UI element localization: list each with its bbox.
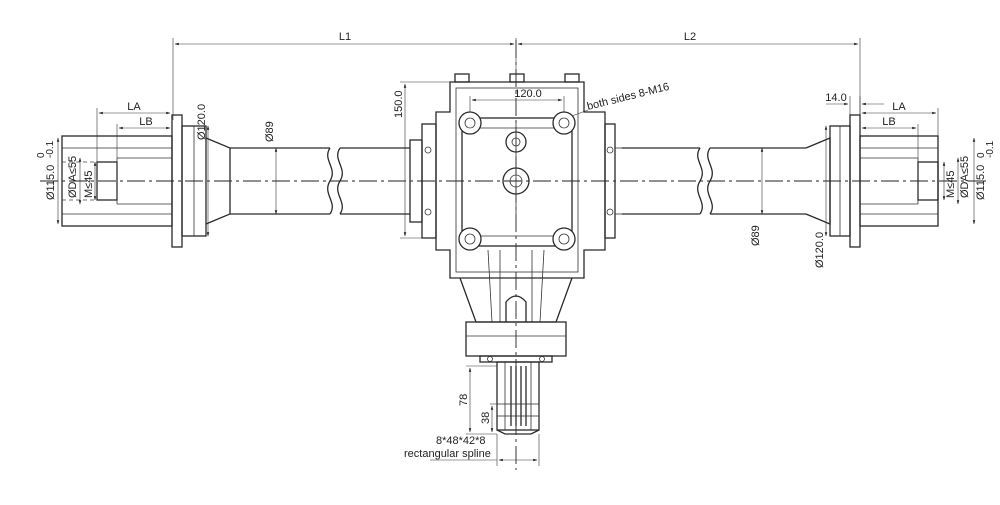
right-d115-tol-lower: -0.1	[985, 140, 996, 158]
right-d120-label: Ø120.0	[814, 232, 826, 268]
right-shaft-end	[805, 114, 939, 248]
right-lb-label: LB	[882, 116, 895, 128]
dim-l2-label: L2	[684, 31, 696, 43]
right-da-label: ØDA≤55	[959, 156, 971, 198]
left-d115-tol-upper: 0	[36, 152, 47, 158]
gearbox-housing	[435, 73, 622, 363]
right-la-lb-dims: 14.0 LA LB	[825, 92, 939, 158]
right-diameter-dims: Ø89 Ø120.0 M≤45 ØDA≤55 Ø115.0 0 -0.1	[750, 125, 996, 268]
dim-120-top-label: 120.0	[514, 88, 542, 100]
left-m-label: M≤45	[83, 171, 95, 198]
spline-size-label: 8*48*42*8	[436, 435, 486, 447]
right-d89-label: Ø89	[750, 225, 762, 246]
right-la-label: LA	[892, 101, 906, 113]
dim-14-label: 14.0	[825, 92, 846, 104]
left-lb-label: LB	[139, 116, 152, 128]
left-la-lb-dims: LA LB	[96, 101, 171, 162]
spline-dimensions: 78 38 8*48*42*8 rectangular spline	[404, 365, 540, 466]
left-d120-label: Ø120.0	[196, 104, 208, 140]
right-d115-label: Ø115.0	[975, 165, 987, 200]
left-d89-label: Ø89	[264, 121, 276, 142]
dim-l1-label: L1	[339, 31, 351, 43]
left-d115-tol-lower: -0.1	[45, 140, 56, 158]
left-la-label: LA	[127, 101, 141, 113]
spline-type-label: rectangular spline	[404, 448, 491, 460]
left-d115-label: Ø115.0	[45, 165, 57, 200]
dim-150-label: 150.0	[393, 90, 405, 118]
dim-78-label: 78	[458, 394, 470, 406]
right-axle-tube	[622, 147, 806, 215]
bolts-note-label: both sides 8-M16	[586, 81, 671, 113]
left-diameter-dims: Ø115.0 0 -0.1 ØDA≤55 M≤45 Ø120.0 Ø89	[36, 104, 278, 237]
left-da-label: ØDA≤55	[67, 156, 79, 198]
right-d115-tol-upper: 0	[976, 152, 987, 158]
dim-38-label: 38	[480, 412, 492, 424]
input-spline-shaft	[496, 361, 540, 435]
dimension-l1-l2: L1 L2	[172, 31, 861, 120]
right-m-label: M≤45	[945, 171, 957, 198]
